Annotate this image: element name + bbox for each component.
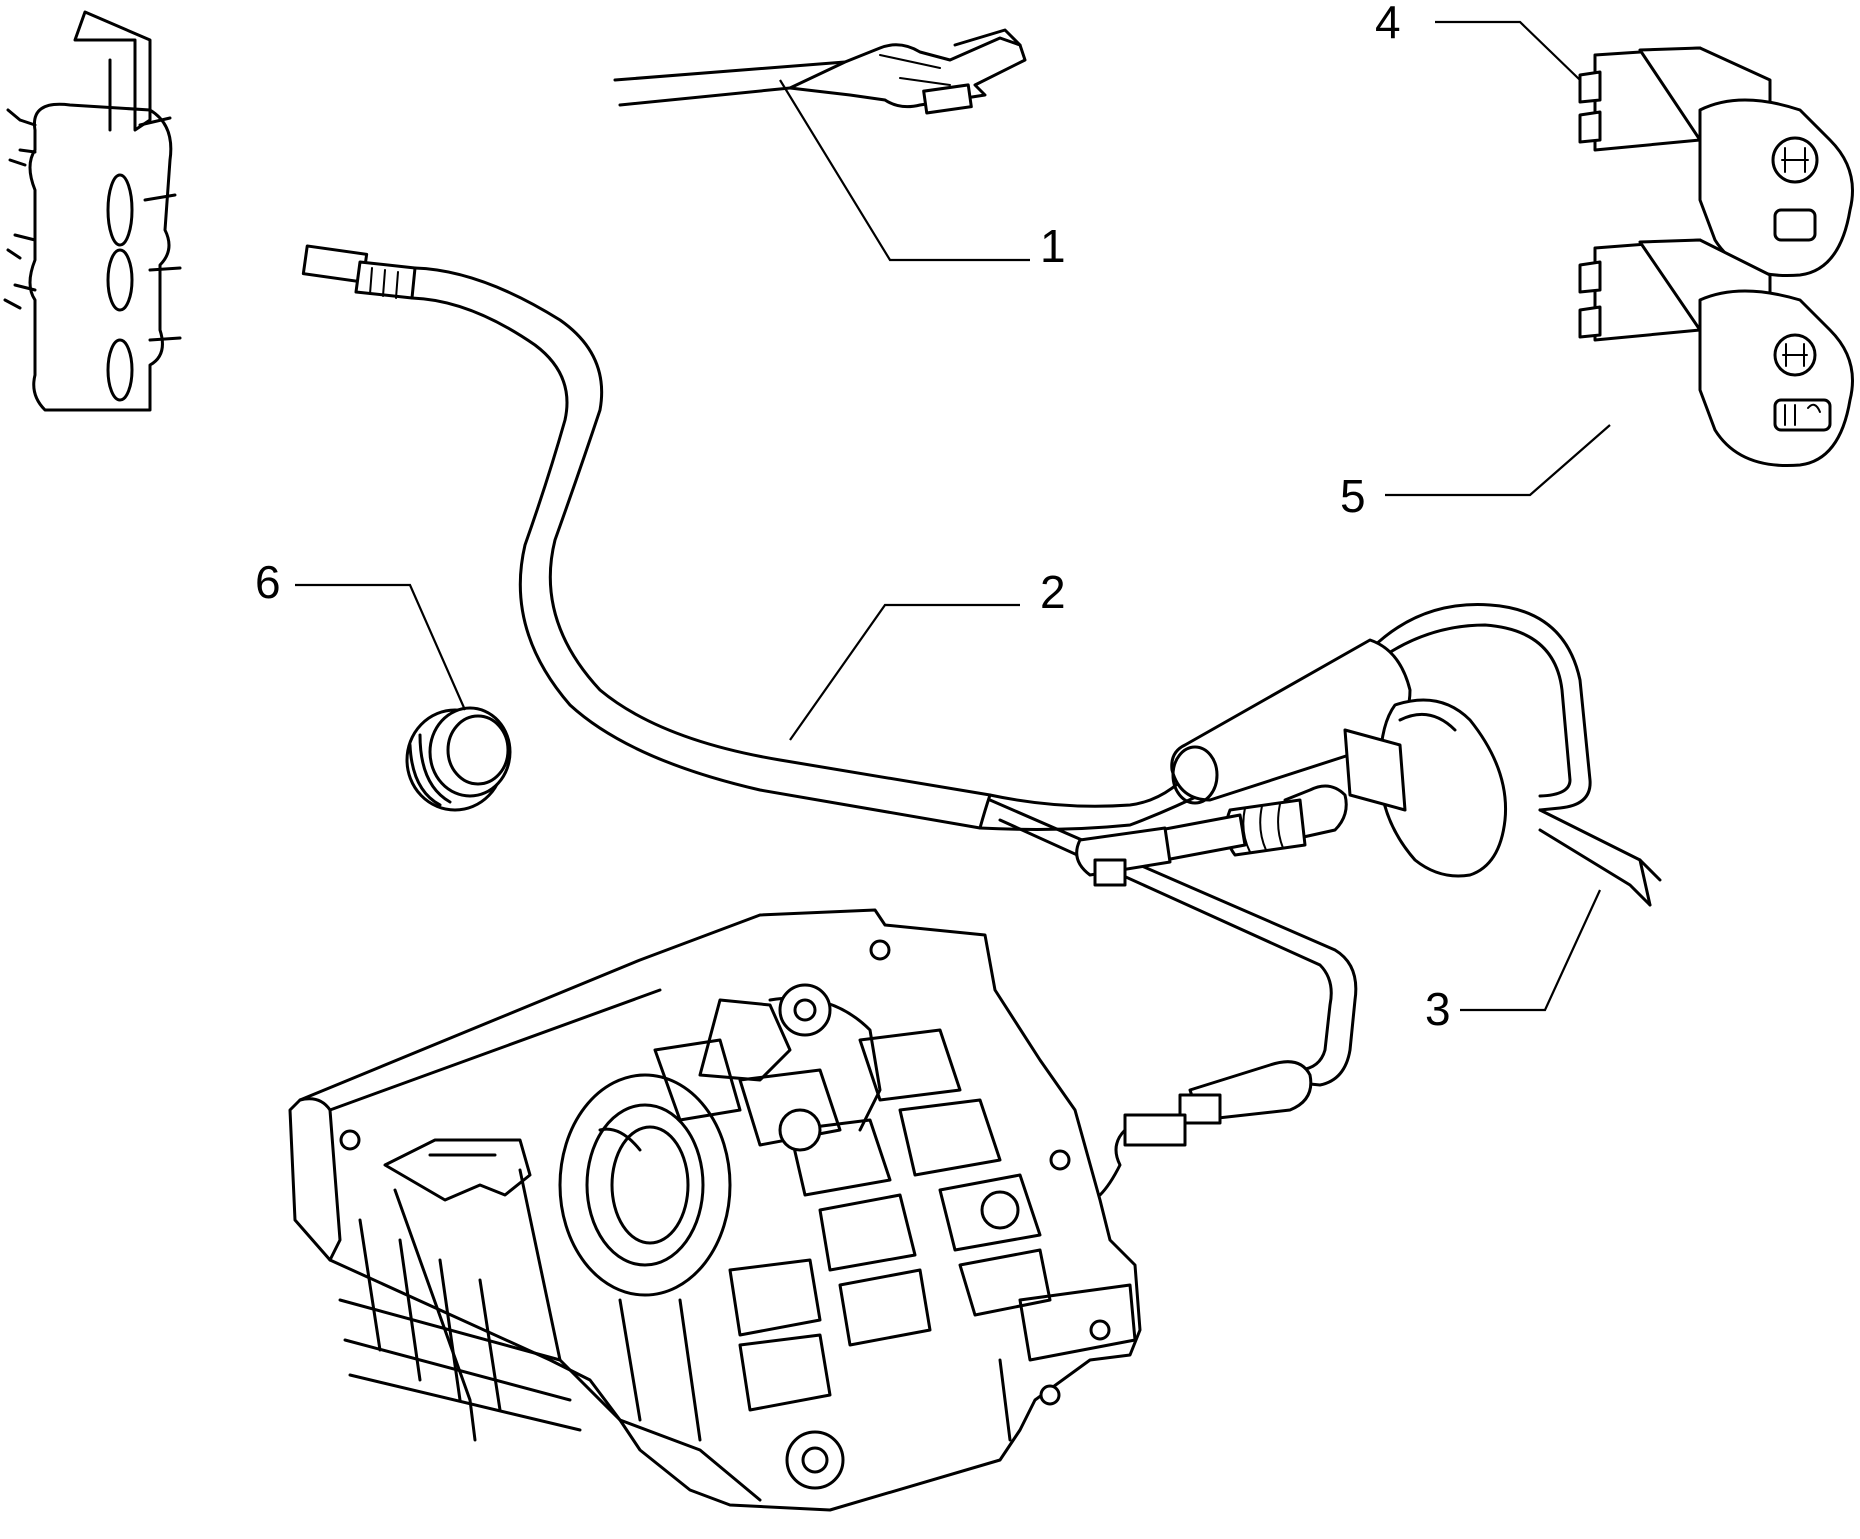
leader-line-6 bbox=[295, 583, 467, 711]
leader-line-3 bbox=[1460, 889, 1601, 1012]
valve-block-partial-icon bbox=[3, 10, 182, 412]
grommet-icon bbox=[405, 706, 512, 812]
leader-line-2 bbox=[789, 603, 1020, 741]
callout-2: 2 bbox=[1040, 566, 1066, 618]
callout-4: 4 bbox=[1375, 0, 1401, 48]
push-button-switch-icon bbox=[1578, 238, 1854, 468]
callout-1: 1 bbox=[1040, 220, 1066, 272]
leader-line-5 bbox=[1385, 424, 1611, 497]
callout-6: 6 bbox=[255, 556, 281, 608]
callout-5: 5 bbox=[1340, 470, 1366, 522]
leader-line-4 bbox=[1435, 20, 1581, 81]
push-button-switch-icon bbox=[1578, 46, 1854, 278]
flat-terminal-wire-icon bbox=[613, 28, 1027, 115]
gearbox-housing-icon bbox=[288, 908, 1142, 1512]
switch-with-cable-icon bbox=[1075, 603, 1662, 907]
callout-3: 3 bbox=[1425, 983, 1451, 1035]
leader-line-1 bbox=[779, 79, 1030, 262]
